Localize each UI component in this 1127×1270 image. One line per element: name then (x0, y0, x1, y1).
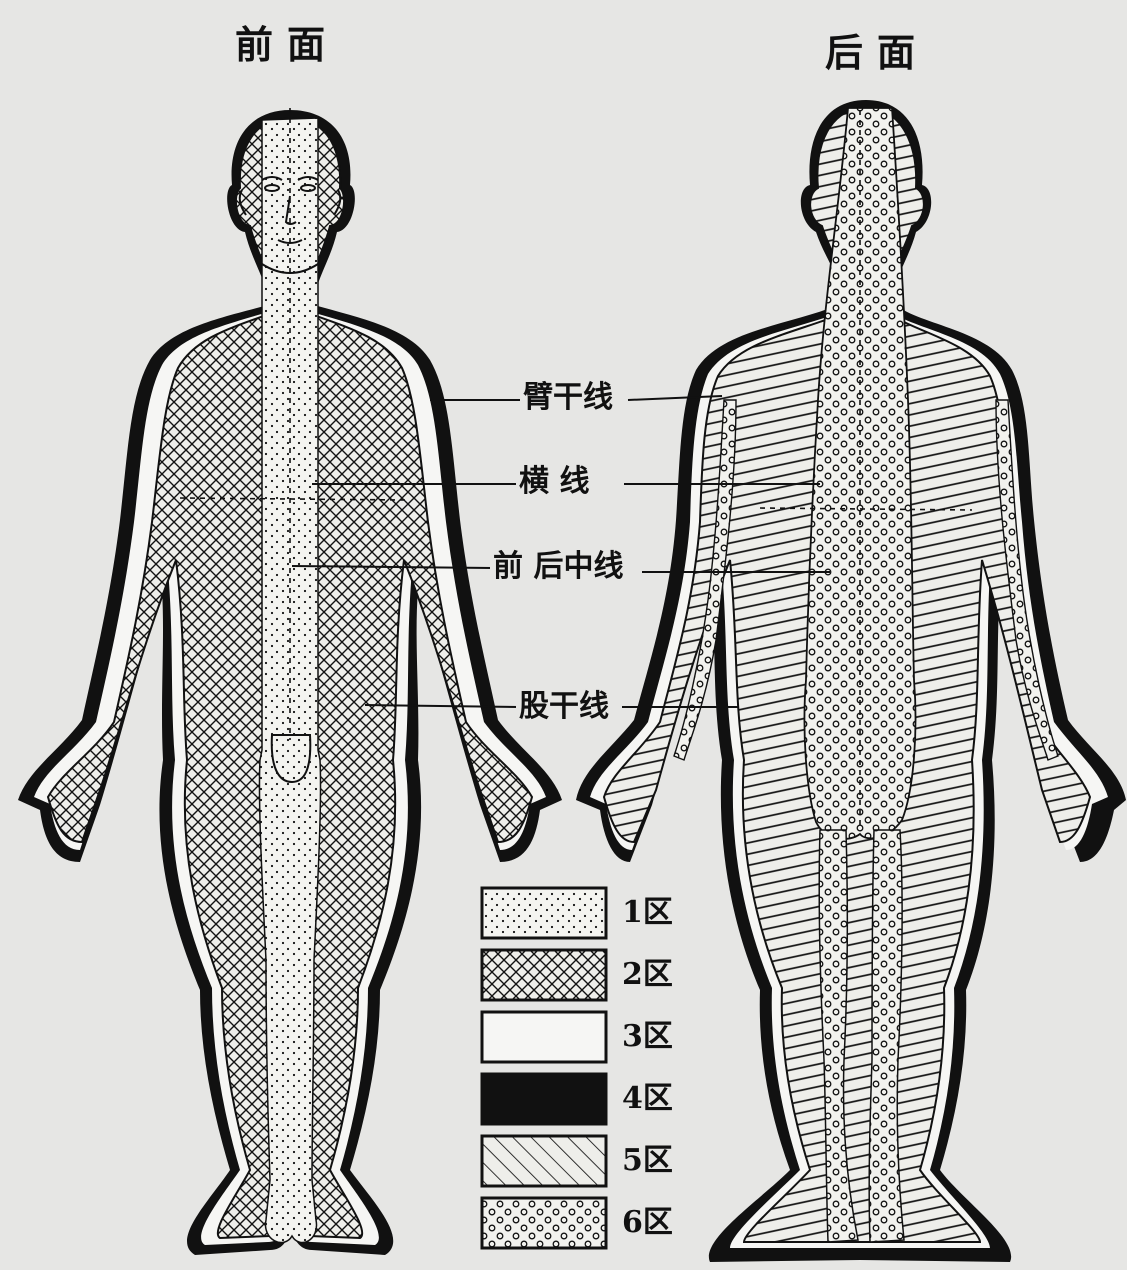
legend-label-zone5: 5区 (622, 1144, 673, 1178)
front-view-title: 前面 (235, 14, 339, 69)
legend-label-zone2: 2区 (622, 958, 673, 992)
legend (482, 888, 606, 1248)
arm-line-label: 臂干线 (520, 381, 616, 415)
legend-swatch-zone4 (482, 1074, 606, 1124)
thigh-line-label: 股干线 (516, 690, 612, 724)
back-leg-strip-right (869, 830, 904, 1242)
legend-swatch-zone1 (482, 888, 606, 938)
front-figure (18, 108, 562, 1255)
legend-label-zone3: 3区 (622, 1020, 673, 1054)
midline-label: 前 后中线 (490, 550, 626, 584)
legend-label-zone4: 4区 (622, 1082, 673, 1116)
back-view-title: 后面 (825, 22, 929, 77)
legend-swatch-zone6 (482, 1198, 606, 1248)
horizontal-line-label: 横 线 (516, 465, 592, 499)
legend-label-zone1: 1区 (622, 896, 673, 930)
legend-label-zone6: 6区 (622, 1206, 673, 1240)
legend-swatch-zone5 (482, 1136, 606, 1186)
legend-swatch-zone3 (482, 1012, 606, 1062)
legend-swatch-zone2 (482, 950, 606, 1000)
